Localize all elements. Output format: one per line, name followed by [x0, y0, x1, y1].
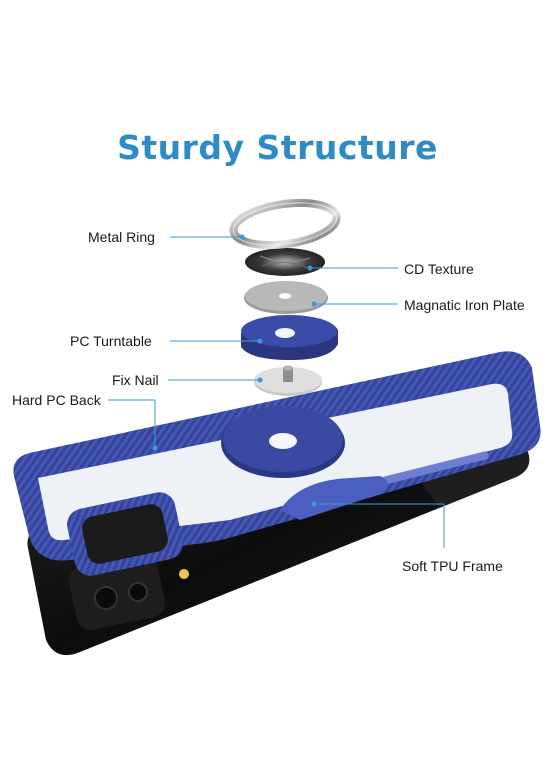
leader-hard-pc-back: [108, 399, 156, 446]
metal-ring-part: [229, 198, 341, 250]
label-fix-nail: Fix Nail: [112, 372, 159, 388]
label-hard-pc-back: Hard PC Back: [12, 392, 101, 408]
magnetic-iron-plate-part: [244, 281, 328, 314]
leader-soft-tpu-frame: [316, 503, 445, 548]
cd-texture-part: [245, 248, 325, 276]
label-metal-ring: Metal Ring: [88, 229, 155, 245]
pc-turntable-part: [241, 315, 338, 360]
leader-lines: [108, 234, 445, 548]
page-title: Sturdy Structure: [117, 128, 438, 167]
case-turntable-disc: [221, 406, 345, 478]
fix-nail-part: [254, 365, 322, 396]
label-cd-texture: CD Texture: [404, 261, 474, 277]
label-magnetic-iron-plate: Magnatic Iron Plate: [404, 297, 525, 313]
label-pc-turntable: PC Turntable: [70, 333, 152, 349]
label-soft-tpu-frame: Soft TPU Frame: [402, 558, 503, 574]
